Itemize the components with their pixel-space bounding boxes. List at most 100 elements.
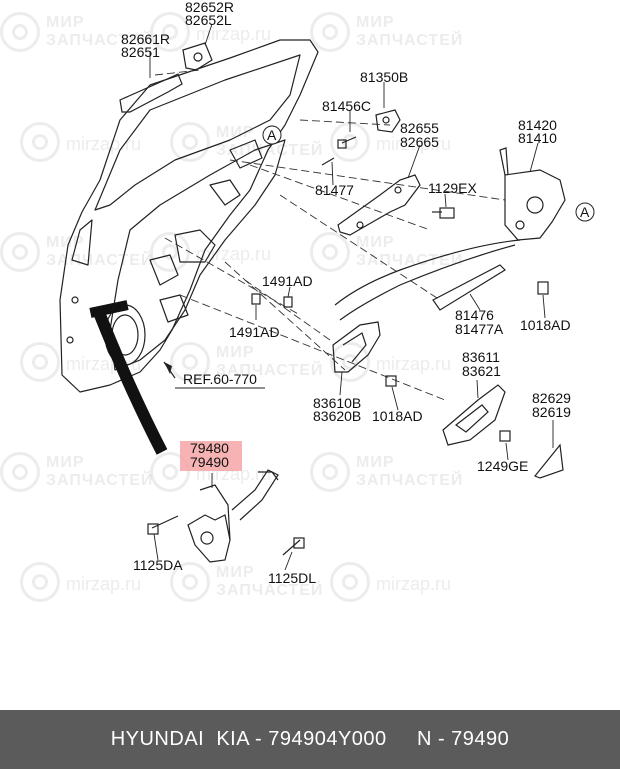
watermark-logo-icon (170, 342, 210, 382)
watermark-brand-line2: ЗАПЧАСТЕЙ (356, 32, 464, 49)
lock-cable (499, 147, 509, 176)
watermark-logo-icon (0, 232, 40, 272)
watermark-tile: mirzap.ru (20, 120, 175, 180)
watermark-brand-line1: МИР (216, 344, 255, 361)
watermark-url: mirzap.ru (376, 574, 452, 594)
watermark-logo-icon (20, 122, 60, 162)
label-82661R[interactable]: 82661R (121, 31, 170, 47)
watermark-logo-icon (150, 232, 190, 272)
watermark-logo-icon (0, 452, 40, 492)
label-1249GE[interactable]: 1249GE (477, 458, 528, 474)
door-checker (187, 514, 231, 563)
check-link-strap (94, 312, 168, 455)
trim-cap (534, 443, 564, 479)
latch-bracket (375, 109, 401, 133)
watermark-brand-line2: ЗАПЧАСТЕЙ (216, 142, 324, 159)
watermark-logo-icon (310, 12, 350, 52)
watermark-logo-icon (170, 562, 210, 602)
label-1125DA[interactable]: 1125DA (133, 557, 183, 573)
label-81350B[interactable]: 81350B (360, 69, 408, 85)
label-1018AD-lower[interactable]: 1018AD (372, 408, 423, 424)
handle-frame (337, 174, 421, 236)
door-frame (59, 39, 319, 393)
watermark-tile: mirzap.ru (150, 230, 305, 290)
label-81456C[interactable]: 81456C (322, 98, 371, 114)
watermark-brand-line1: МИР (216, 124, 255, 141)
door-latch (504, 169, 566, 241)
watermark-url: mirzap.ru (196, 244, 272, 264)
label-83610B[interactable]: 83610B (313, 395, 361, 411)
label-82619[interactable]: 82619 (532, 404, 571, 420)
watermark-url: mirzap.ru (376, 134, 452, 154)
cable-clip (432, 264, 506, 311)
watermark-logo-icon (20, 562, 60, 602)
label-81477A[interactable]: 81477A (455, 321, 504, 337)
label-82655[interactable]: 82655 (400, 120, 439, 136)
watermark-logo-icon (0, 12, 40, 52)
callout-a-right: A (580, 204, 590, 220)
watermark-tile: mirzap.ru (20, 560, 175, 620)
watermark-url: mirzap.ru (196, 24, 272, 44)
watermark-brand-line1: МИР (46, 14, 85, 31)
watermark-brand-line1: МИР (46, 234, 85, 251)
label-1018AD-right[interactable]: 1018AD (520, 317, 571, 333)
watermark-brand-line1: МИР (356, 454, 395, 471)
label-82651[interactable]: 82651 (121, 44, 160, 60)
footer-part-number: HYUNDAI KIA - 794904Y000 N - 79490 (110, 728, 510, 750)
label-ref-60-770[interactable]: REF.60-770 (183, 371, 257, 387)
watermark-brand-line1: МИР (356, 234, 395, 251)
watermark-url: mirzap.ru (66, 134, 142, 154)
label-83611[interactable]: 83611 (462, 349, 500, 365)
callout-a-left: A (267, 127, 277, 143)
watermark-logo-icon (150, 452, 190, 492)
watermark-brand-line1: МИР (216, 564, 255, 581)
handle-cover (442, 384, 506, 446)
label-1129EX[interactable]: 1129EX (428, 180, 477, 196)
watermark-brand-line2: ЗАПЧАСТЕЙ (216, 362, 324, 379)
watermark-logo-icon (310, 232, 350, 272)
label-79480[interactable]: 79480 (190, 440, 229, 456)
label-82652R[interactable]: 82652R (185, 0, 234, 15)
label-81476[interactable]: 81476 (455, 307, 494, 323)
watermark-brand-line1: МИР (46, 454, 85, 471)
outside-handle (119, 73, 183, 113)
label-81477[interactable]: 81477 (315, 182, 354, 198)
label-81420[interactable]: 81420 (518, 117, 557, 133)
label-83621[interactable]: 83621 (462, 363, 501, 379)
label-83620B[interactable]: 83620B (313, 408, 361, 424)
label-81410[interactable]: 81410 (518, 130, 557, 146)
watermark-logo-icon (310, 452, 350, 492)
watermark-url: mirzap.ru (66, 574, 142, 594)
label-79490-selected[interactable]: 79490 (190, 454, 229, 470)
label-82629[interactable]: 82629 (532, 390, 571, 406)
label-82665[interactable]: 82665 (400, 134, 439, 150)
watermark-tile: mirzap.ru (330, 560, 485, 620)
label-1491AD-top[interactable]: 1491AD (262, 273, 313, 289)
watermark-brand-line1: МИР (356, 14, 395, 31)
label-1491AD-bottom[interactable]: 1491AD (229, 324, 280, 340)
watermark-brand-line2: ЗАПЧАСТЕЙ (356, 472, 464, 489)
watermark-logo-icon (330, 342, 370, 382)
label-1125DL[interactable]: 1125DL (268, 570, 316, 586)
watermark-logo-icon (150, 12, 190, 52)
label-82652L[interactable]: 82652L (185, 12, 232, 28)
watermark-logo-icon (330, 562, 370, 602)
door-window-frame (94, 54, 301, 211)
watermark-brand-line2: ЗАПЧАСТЕЙ (46, 472, 154, 489)
